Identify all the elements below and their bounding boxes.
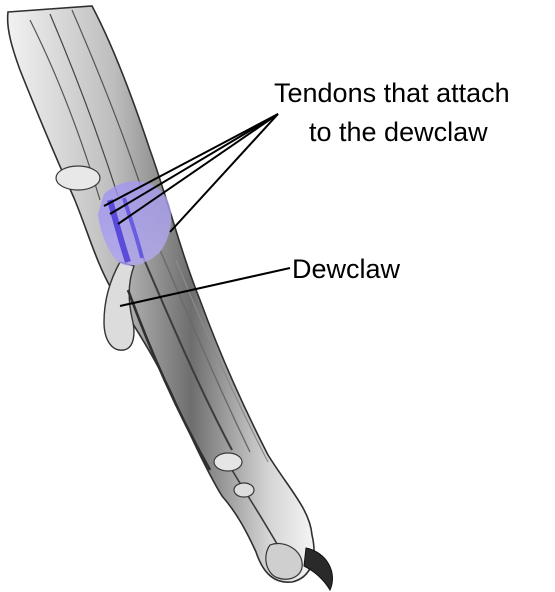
joint-knuckle xyxy=(56,166,100,190)
label-tendons-line1: Tendons that attach xyxy=(274,78,510,108)
joint-knuckle xyxy=(214,453,242,471)
joint-knuckle xyxy=(234,483,254,497)
label-dewclaw: Dewclaw xyxy=(292,254,401,284)
label-tendons-line2: to the dewclaw xyxy=(309,117,488,147)
